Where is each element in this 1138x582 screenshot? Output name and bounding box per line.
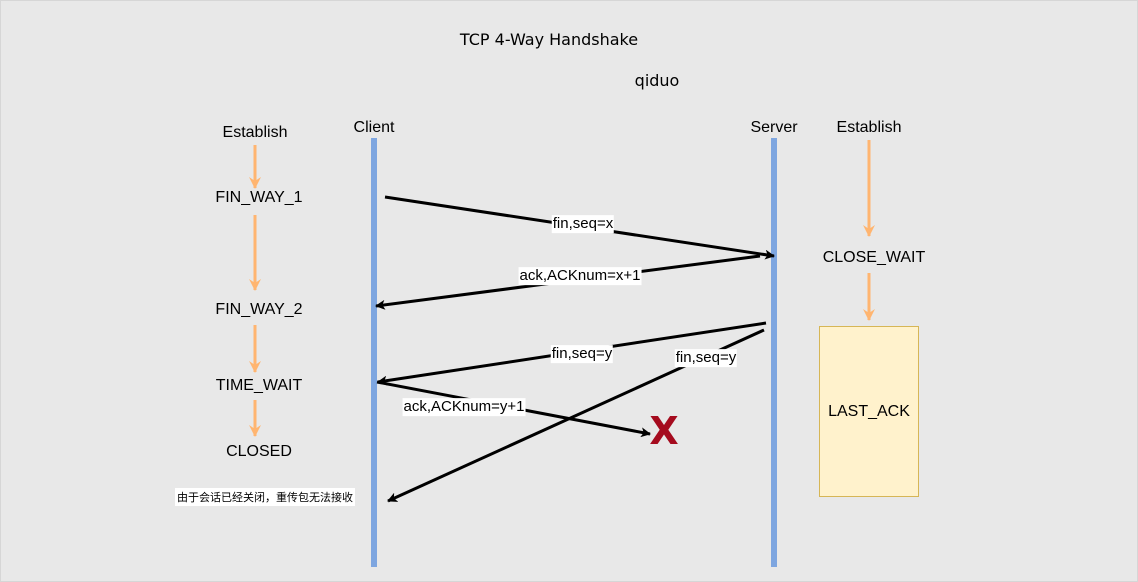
client-state-time-wait: TIME_WAIT xyxy=(215,377,303,394)
client-state-establish: Establish xyxy=(222,124,288,141)
client-state-closed: CLOSED xyxy=(226,443,292,460)
server-label: Server xyxy=(750,119,798,136)
retransmit-note: 由于会话已经关闭，重传包无法接收 xyxy=(175,488,355,506)
client-state-fin-wait-2: FIN_WAY_2 xyxy=(215,301,303,318)
msg-fin-retransmit: fin,seq=y xyxy=(674,349,738,367)
msg-ack-server: ack,ACKnum=x+1 xyxy=(518,267,642,285)
server-state-last-ack: LAST_ACK xyxy=(828,402,910,420)
server-state-close-wait: CLOSE_WAIT xyxy=(822,249,926,266)
server-state-establish: Establish xyxy=(836,119,902,136)
msg-fin-client: fin,seq=x xyxy=(551,215,615,233)
client-state-fin-wait-1: FIN_WAY_1 xyxy=(215,189,303,206)
diagram-title: TCP 4-Way Handshake xyxy=(459,30,639,49)
lost-packet-x-icon: X xyxy=(649,409,679,453)
author-label: qiduo xyxy=(634,71,680,90)
client-label: Client xyxy=(353,119,395,136)
msg-ack-client: ack,ACKnum=y+1 xyxy=(402,398,526,416)
msg-fin-server: fin,seq=y xyxy=(550,345,614,363)
last-ack-box: LAST_ACK xyxy=(819,326,919,497)
